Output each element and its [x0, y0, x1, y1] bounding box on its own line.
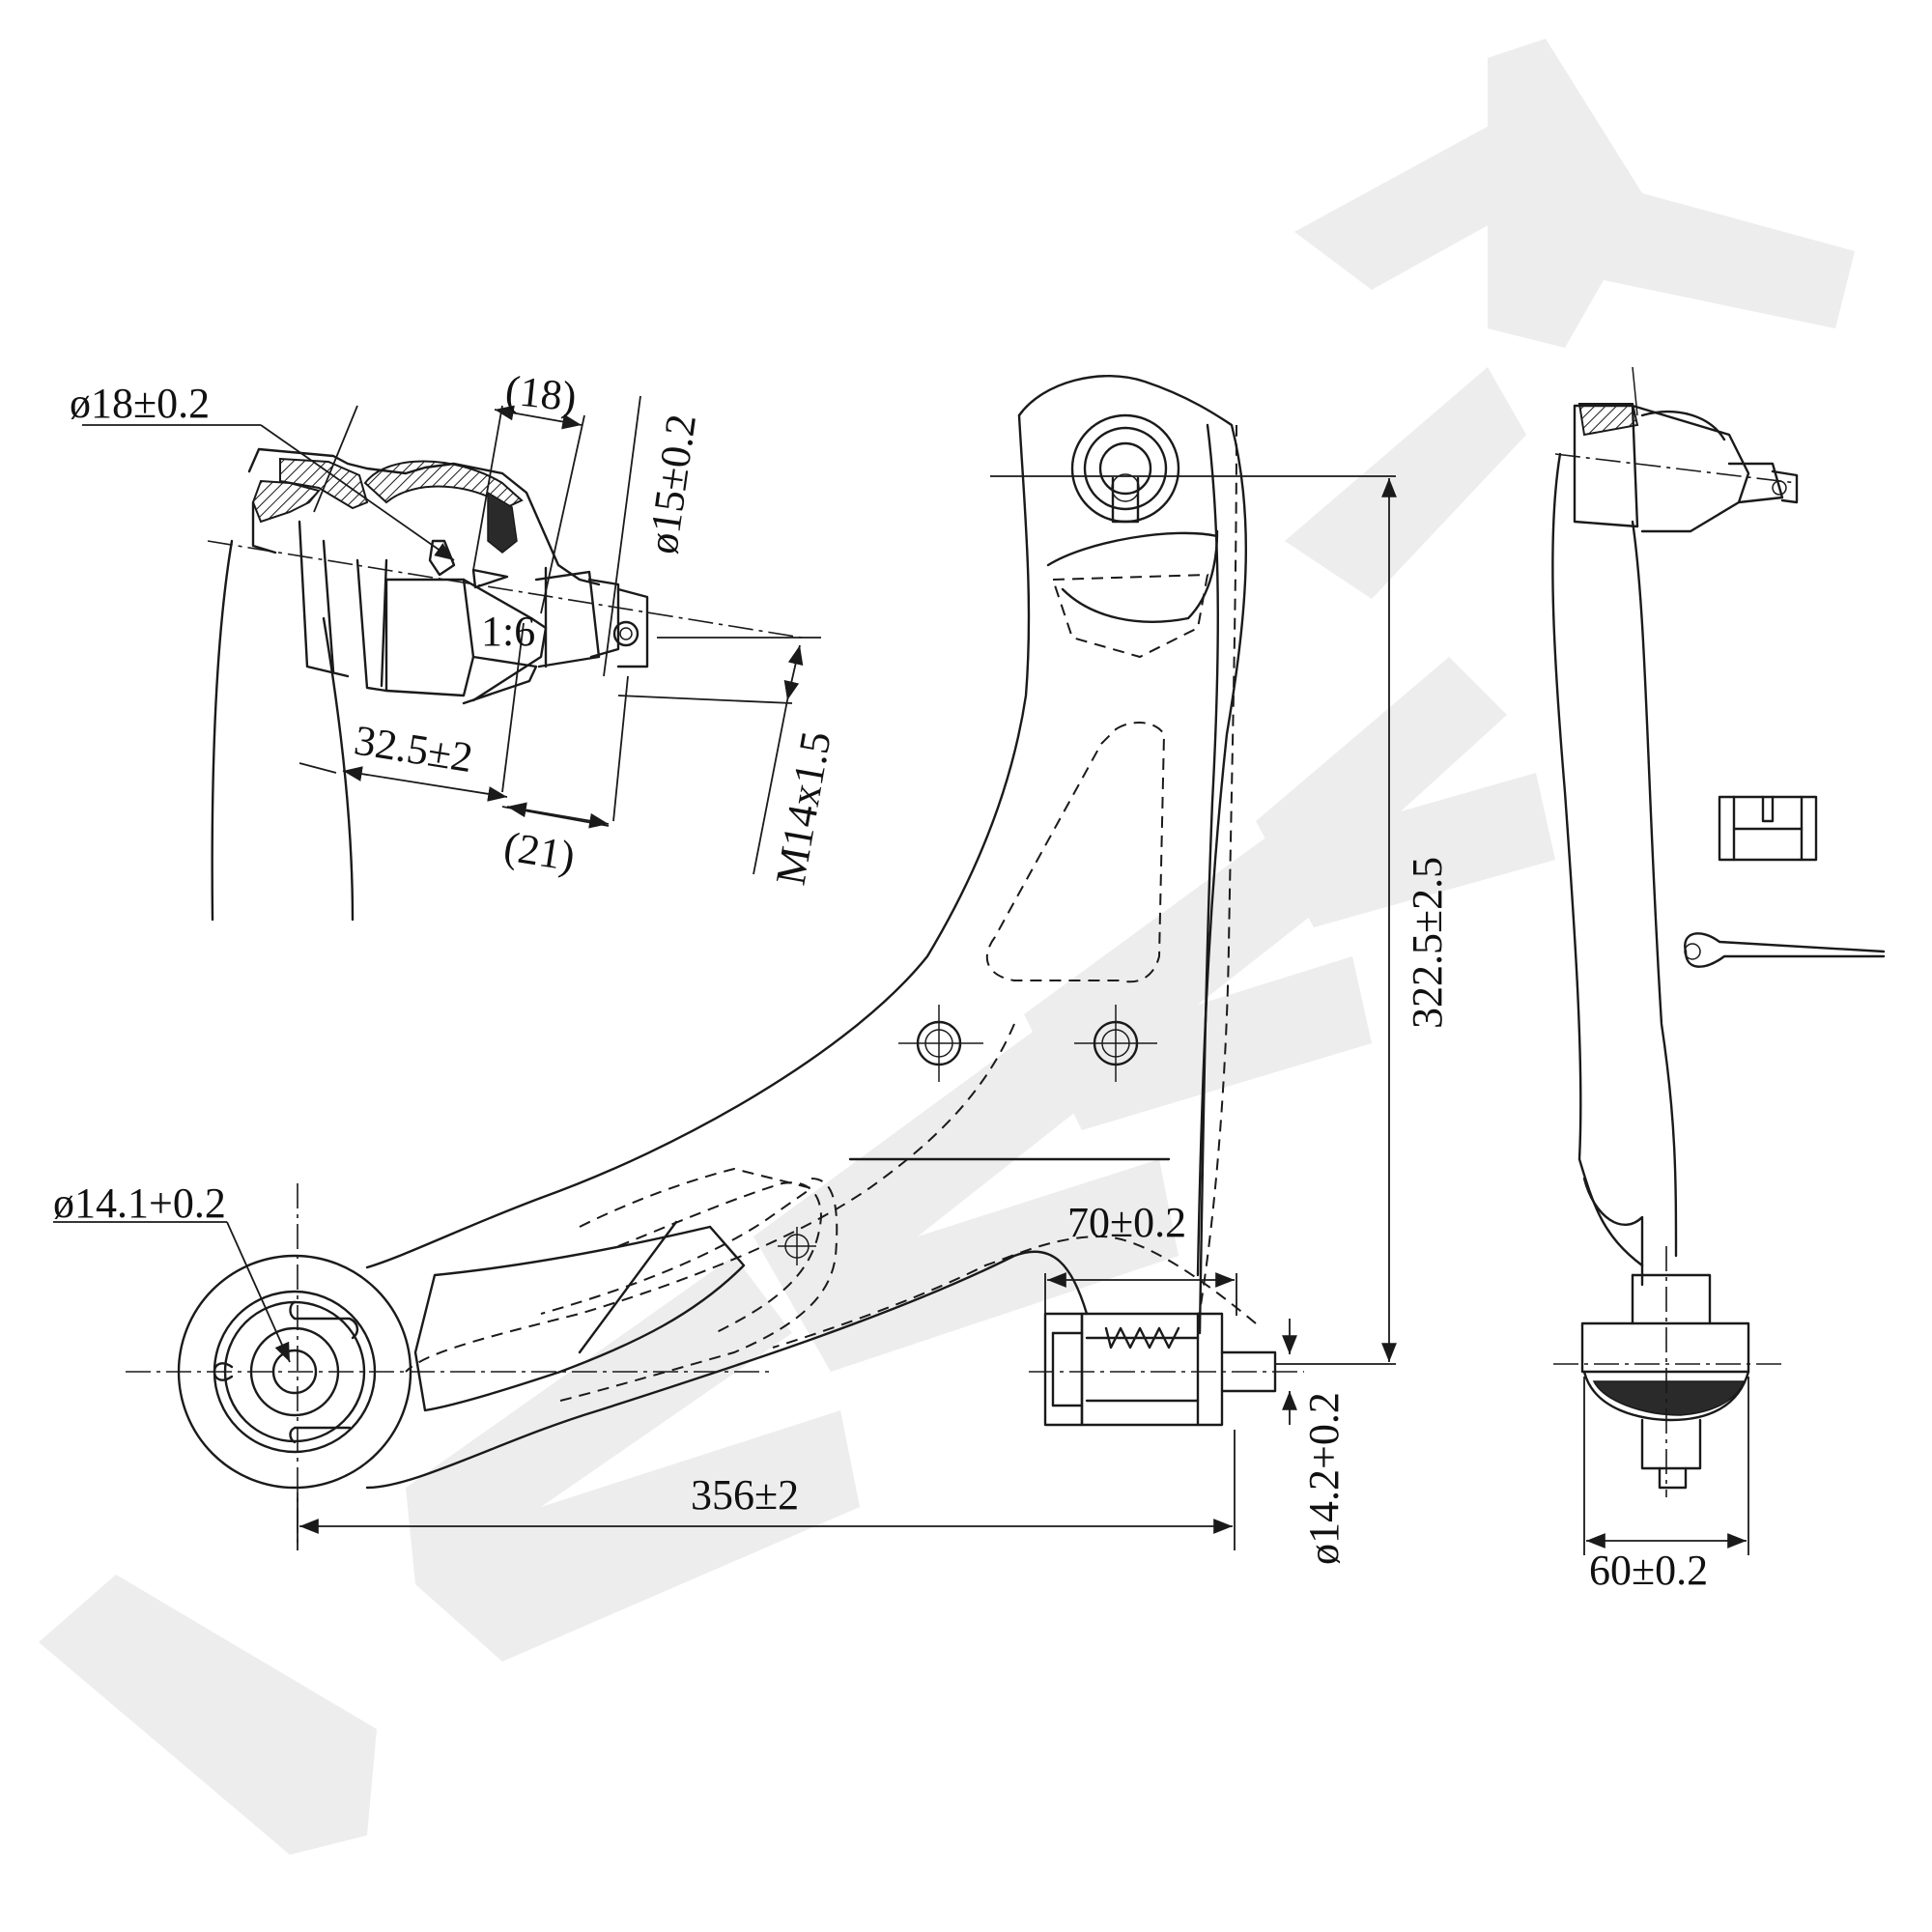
control-arm-front-view	[53, 375, 1397, 1550]
ball-joint-section-view	[82, 395, 821, 922]
stud-offset-label: 32.5±2	[351, 716, 475, 781]
taper-ratio-label: 1:6	[481, 608, 535, 655]
castle-nut-icon	[1718, 795, 1818, 862]
thread-length-label: (21)	[500, 822, 578, 880]
front-bushing-bore-label: ø14.1+0.2	[53, 1179, 226, 1227]
overall-length-label: 356±2	[691, 1471, 799, 1519]
cotter-pin-icon	[1684, 932, 1886, 968]
bushing-width-label: 60±0.2	[1589, 1547, 1708, 1594]
rear-bushing-bore-label: ø14.2+0.2	[1300, 1392, 1348, 1565]
overall-height-label: 322.5±2.5	[1404, 857, 1451, 1029]
pin-hole-diameter-label: ø15±0.2	[639, 412, 705, 557]
control-arm-side-view	[1551, 366, 1799, 1555]
ball-stud-diameter-label: ø18±0.2	[70, 380, 210, 427]
rear-bushing-length-label: 70±0.2	[1067, 1199, 1186, 1246]
taper-length-label: (18)	[503, 366, 579, 420]
watermark-logo	[39, 39, 1855, 1855]
